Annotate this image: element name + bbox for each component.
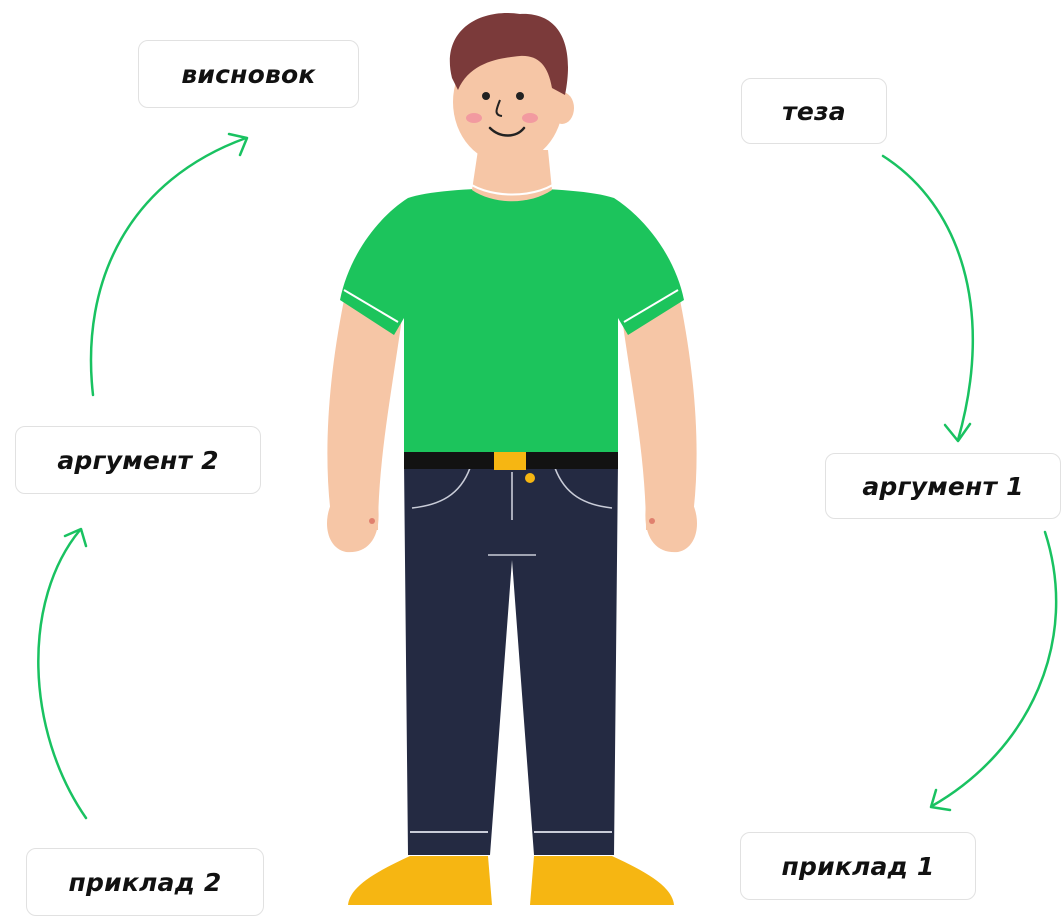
belt-buckle xyxy=(494,449,526,470)
conclusion-label: висновок xyxy=(181,60,315,89)
argument1-label: аргумент 1 xyxy=(862,472,1023,501)
example1-box: приклад 1 xyxy=(740,832,976,900)
argument1-box: аргумент 1 xyxy=(825,453,1061,519)
argument2-label: аргумент 2 xyxy=(57,446,218,475)
head xyxy=(450,13,574,164)
argument2-box: аргумент 2 xyxy=(15,426,261,494)
jeans xyxy=(404,462,618,855)
thesis-box: теза xyxy=(741,78,887,144)
example2-box: приклад 2 xyxy=(26,848,264,916)
t-shirt xyxy=(340,188,684,452)
conclusion-box: висновок xyxy=(138,40,359,108)
thesis-label: теза xyxy=(782,97,846,126)
example1-label: приклад 1 xyxy=(782,852,935,881)
example2-label: приклад 2 xyxy=(69,868,222,897)
shoes xyxy=(348,856,674,905)
